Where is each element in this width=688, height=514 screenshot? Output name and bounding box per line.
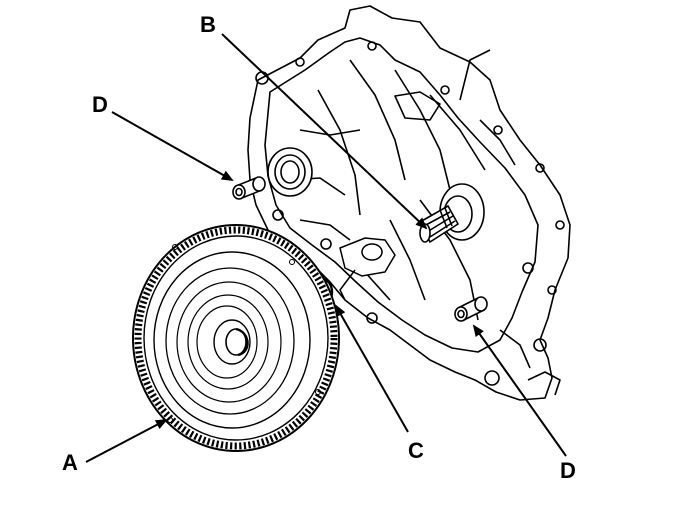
dowel-pin-upper (232, 176, 266, 200)
callout-c: C (408, 438, 424, 463)
leader-d-upper (111, 111, 234, 181)
housing-lower-detail (339, 237, 396, 301)
leader-c (335, 304, 409, 433)
callout-b: B (200, 12, 216, 37)
leader-b (221, 33, 428, 230)
mainshaft (418, 183, 485, 244)
dowel-pin-lower (454, 296, 488, 322)
drive-plate (132, 224, 340, 452)
callout-d-lower: D (560, 458, 576, 483)
callout-a: A (62, 450, 78, 475)
leader-lines (85, 33, 567, 463)
leader-d-lower (472, 324, 567, 457)
leader-a (85, 419, 168, 463)
seal-housing (267, 147, 313, 197)
callout-d-upper: D (92, 92, 108, 117)
